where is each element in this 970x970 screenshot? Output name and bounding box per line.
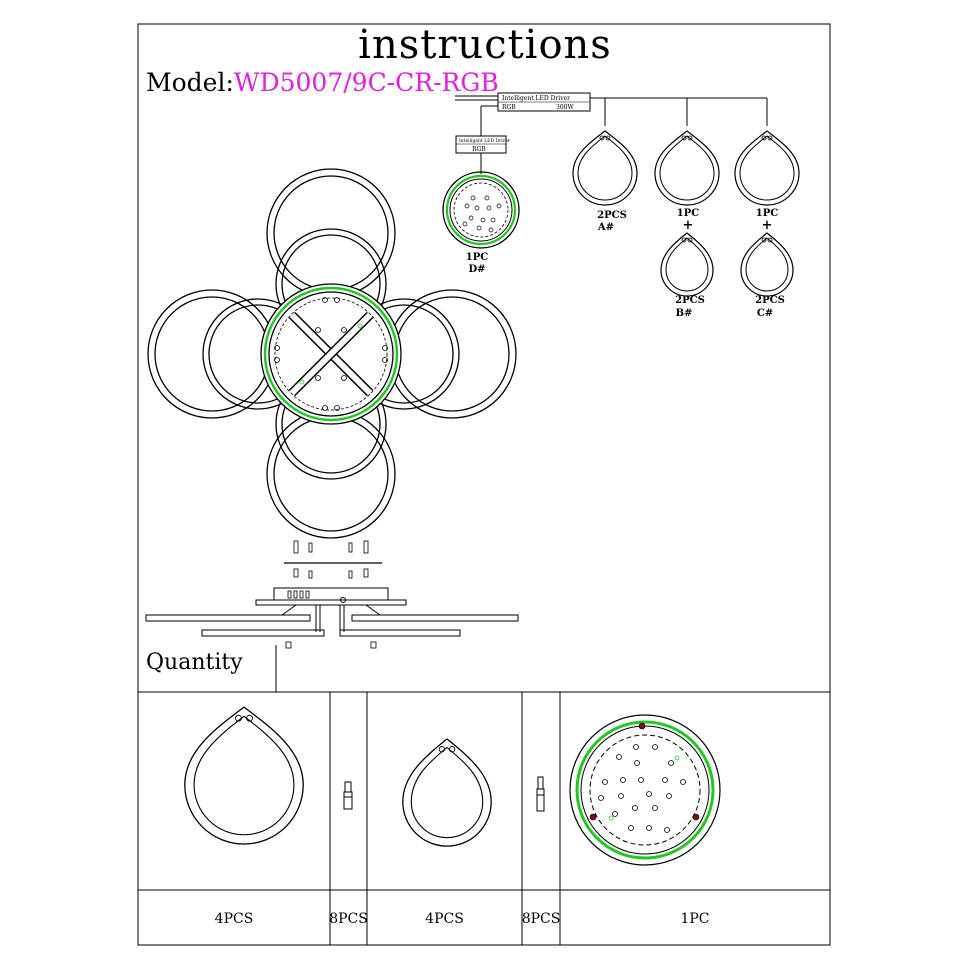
- part-labels: 1PC D# 2PCS A# 1PC + 2PCS B# 1PC + 2PCS …: [466, 208, 785, 319]
- part-b-qty: 1PC: [677, 208, 699, 219]
- quantity-drop-small: [402, 738, 492, 847]
- sub-driver-name: Intelligent LED Driver: [459, 138, 511, 144]
- part-d-code: D#: [468, 264, 485, 275]
- wiring-labels: Intelligent LED Driver RGB 300W Intellig…: [459, 95, 574, 153]
- quantity-cell-screw-2: 8PCS: [521, 911, 561, 927]
- fixture-side-view: [145, 540, 519, 649]
- wiring-diagram: [442, 92, 800, 297]
- part-a-drop: [572, 130, 638, 206]
- part-c-plus: +: [762, 218, 773, 233]
- quantity-drop-large: [184, 706, 304, 845]
- part-c-code: C#: [757, 308, 773, 319]
- part-b-drop-small: [660, 232, 714, 297]
- sub-driver-type: RGB: [472, 146, 486, 153]
- quantity-round-panel: [569, 714, 721, 866]
- model-label: Model:: [146, 68, 234, 97]
- main-driver-type: RGB: [502, 104, 516, 111]
- quantity-screw-1: [343, 781, 353, 810]
- part-d-panel: [442, 171, 520, 249]
- part-c-qty: 1PC: [756, 208, 778, 219]
- model-code: WD5007/9C-CR-RGB: [233, 68, 499, 97]
- quantity-cell-drop-large: 4PCS: [214, 911, 254, 927]
- quantity-cell-round-panel: 1PC: [680, 911, 710, 927]
- model-line: Model:WD5007/9C-CR-RGB: [146, 68, 499, 97]
- quantity-table: [138, 645, 830, 945]
- part-a-qty: 2PCS: [597, 210, 627, 221]
- part-b-code: B#: [676, 308, 693, 319]
- sheet-border: [137, 23, 831, 946]
- fixture-top-view: [147, 168, 517, 539]
- part-d-qty: 1PC: [466, 252, 488, 263]
- main-driver-name: Intelligent LED Driver: [502, 95, 570, 102]
- part-a-code: A#: [597, 222, 614, 233]
- quantity-cell-screw-1: 8PCS: [329, 911, 368, 927]
- part-b-plus: +: [683, 218, 694, 233]
- page-title: instructions: [358, 22, 612, 68]
- part-c-drop-large: [734, 130, 800, 206]
- quantity-title: Quantity: [146, 650, 243, 675]
- main-driver-power: 300W: [556, 104, 574, 111]
- part-c-qty2: 2PCS: [755, 295, 785, 306]
- part-c-drop-small: [740, 232, 794, 297]
- part-b-drop-large: [654, 130, 720, 206]
- quantity-screw-2: [536, 776, 545, 812]
- quantity-cell-drop-small: 4PCS: [425, 911, 464, 927]
- part-b-qty2: 2PCS: [675, 295, 705, 306]
